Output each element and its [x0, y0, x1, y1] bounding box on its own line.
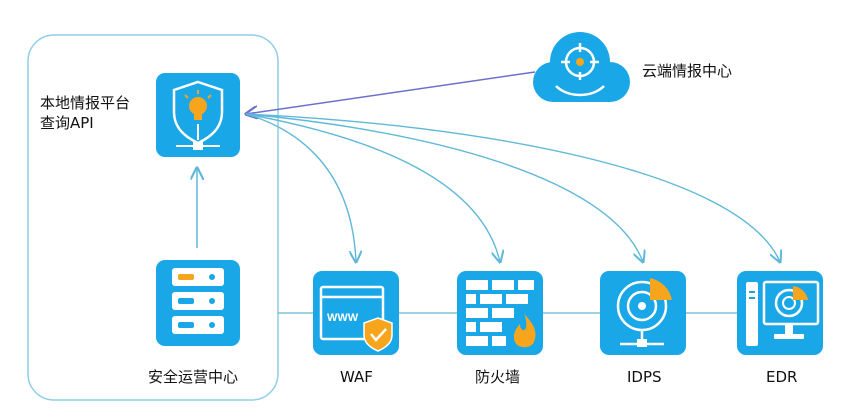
idps-label: IDPS	[627, 368, 662, 386]
computer-radar-icon	[746, 280, 820, 346]
edr-node[interactable]	[737, 271, 823, 355]
brick-wall-flame-icon	[466, 280, 536, 348]
browser-www-shield-icon: WWW	[319, 285, 393, 352]
local-platform-title: 本地情报平台	[40, 94, 131, 112]
firewall-label: 防火墙	[475, 368, 521, 386]
shield-lightbulb-network-icon	[172, 80, 224, 150]
arc-to-edr	[245, 113, 780, 262]
arc-to-waf	[245, 113, 356, 262]
soc-label: 安全运营中心	[148, 368, 239, 386]
local-platform-node[interactable]	[156, 73, 240, 157]
cloud-node[interactable]	[533, 32, 630, 102]
edr-label: EDR	[766, 368, 798, 386]
waf-www-text: WWW	[327, 312, 359, 324]
cloud-label: 云端情报中心	[642, 62, 733, 80]
radar-network-icon	[616, 278, 672, 347]
soc-node[interactable]	[156, 260, 240, 346]
arc-to-idps	[245, 113, 643, 262]
local-domain-frame	[27, 34, 279, 401]
firewall-node[interactable]	[457, 271, 543, 355]
local-platform-subtitle: 查询API	[40, 114, 94, 132]
waf-node[interactable]: WWW	[313, 271, 399, 355]
waf-label: WAF	[340, 368, 373, 386]
idps-node[interactable]	[600, 271, 686, 355]
arc-to-firewall	[245, 113, 500, 262]
server-rack-icon	[172, 268, 224, 334]
cloud-target-icon	[533, 32, 630, 102]
cloud-to-platform-arrow	[246, 71, 536, 114]
